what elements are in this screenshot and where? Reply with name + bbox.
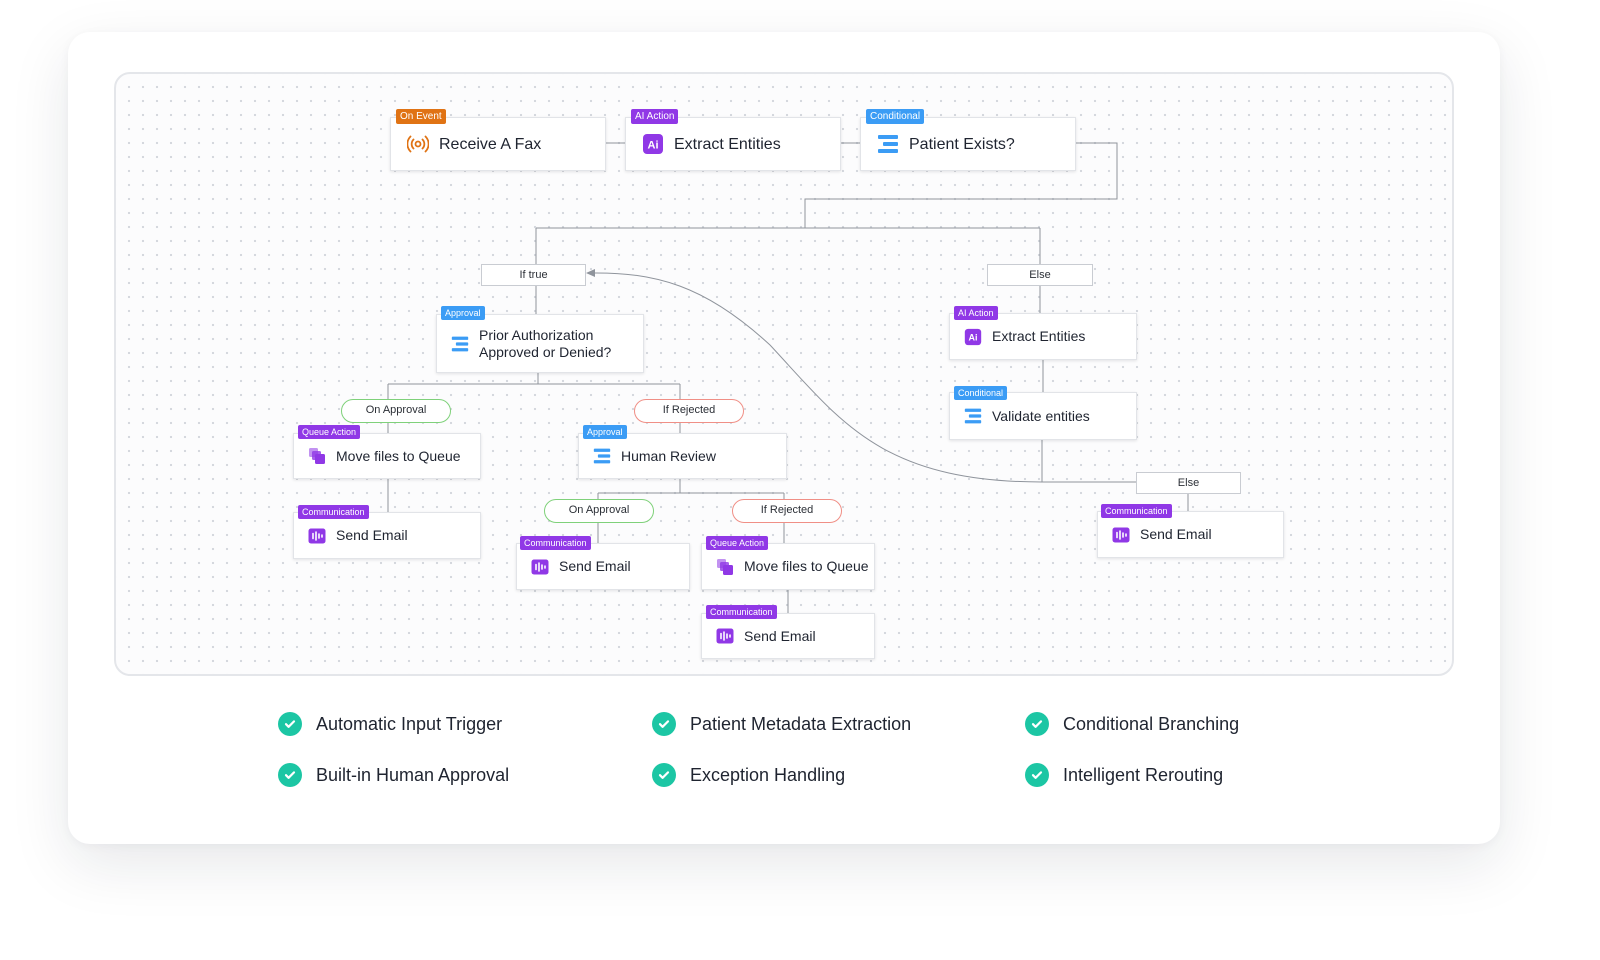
feature-item: Patient Metadata Extraction	[652, 712, 911, 736]
node-human-review[interactable]: Human Review	[578, 433, 787, 479]
branch-else: Else	[987, 264, 1093, 286]
tag-communication: Communication	[706, 605, 777, 619]
feature-item: Built-in Human Approval	[278, 763, 509, 787]
feature-item: Exception Handling	[652, 763, 845, 787]
node-move-files-queue[interactable]: Move files to Queue	[701, 543, 875, 590]
feature-item: Automatic Input Trigger	[278, 712, 502, 736]
tag-approval: Approval	[441, 306, 485, 320]
tag-queue-action: Queue Action	[298, 425, 361, 439]
tag-ai-action: AI Action	[954, 306, 998, 320]
feature-label: Intelligent Rerouting	[1063, 764, 1224, 785]
node-label: Receive A Fax	[439, 135, 542, 153]
node-send-email[interactable]: Send Email	[1097, 511, 1284, 558]
tag-conditional: Conditional	[954, 386, 1008, 400]
email-icon	[716, 627, 734, 645]
feature-item: Conditional Branching	[1025, 712, 1239, 736]
conditional-icon	[451, 335, 469, 353]
tag-conditional: Conditional	[866, 109, 925, 124]
feature-label: Patient Metadata Extraction	[690, 713, 912, 734]
tag-communication: Communication	[1101, 504, 1172, 518]
check-icon	[1025, 763, 1049, 787]
branch-if-rejected: If Rejected	[732, 499, 842, 523]
conditional-icon	[964, 407, 982, 425]
queue-icon	[716, 558, 734, 576]
node-label: Send Email	[336, 527, 408, 543]
queue-icon	[308, 447, 326, 465]
radio-wave-icon	[407, 133, 429, 155]
tag-approval: Approval	[583, 425, 627, 439]
svg-text:Ai: Ai	[969, 332, 978, 342]
node-validate-entities[interactable]: Validate entities	[949, 392, 1137, 440]
node-label-line1: Prior Authorization	[479, 326, 594, 343]
node-move-files-queue[interactable]: Move files to Queue	[293, 433, 481, 479]
node-label: Move files to Queue	[336, 447, 461, 464]
node-label: Patient Exists?	[909, 135, 1015, 153]
feature-label: Conditional Branching	[1063, 713, 1240, 734]
node-label: Send Email	[1140, 526, 1212, 542]
node-label: Send Email	[744, 627, 816, 644]
svg-text:Ai: Ai	[648, 140, 659, 152]
node-label-line2: Approved or Denied?	[479, 343, 612, 360]
ai-icon: Ai	[642, 133, 664, 155]
node-label: Extract Entities	[992, 328, 1086, 344]
tag-ai-action: AI Action	[631, 109, 679, 124]
node-send-email[interactable]: Send Email	[293, 512, 481, 559]
node-patient-exists[interactable]: Patient Exists?	[860, 117, 1076, 171]
check-icon	[652, 763, 676, 787]
feature-label: Built-in Human Approval	[316, 764, 510, 785]
workflow-canvas	[114, 72, 1454, 676]
node-label: Validate entities	[992, 407, 1090, 424]
email-icon	[531, 558, 549, 576]
node-extract-entities[interactable]: Ai Extract Entities	[625, 117, 841, 171]
conditional-icon	[877, 133, 899, 155]
branch-on-approval: On Approval	[341, 399, 451, 423]
conditional-icon	[593, 447, 611, 465]
node-label: Move files to Queue	[744, 558, 869, 574]
node-label: Human Review	[621, 447, 716, 464]
check-icon	[652, 712, 676, 736]
branch-else: Else	[1136, 472, 1241, 494]
branch-on-approval: On Approval	[544, 499, 654, 523]
node-send-email[interactable]: Send Email	[516, 543, 690, 590]
ai-icon: Ai	[964, 328, 982, 346]
node-receive-fax[interactable]: Receive A Fax	[390, 117, 606, 171]
branch-if-true: If true	[481, 264, 586, 286]
tag-on-event: On Event	[396, 109, 446, 124]
email-icon	[308, 527, 326, 545]
check-icon	[1025, 712, 1049, 736]
check-icon	[278, 712, 302, 736]
tag-communication: Communication	[520, 536, 591, 550]
feature-label: Exception Handling	[690, 764, 846, 785]
node-label: Extract Entities	[674, 135, 781, 153]
branch-if-rejected: If Rejected	[634, 399, 744, 423]
feature-item: Intelligent Rerouting	[1025, 763, 1223, 787]
tag-queue-action: Queue Action	[706, 536, 769, 550]
email-icon	[1112, 526, 1130, 544]
tag-communication: Communication	[298, 505, 369, 519]
node-send-email[interactable]: Send Email	[701, 613, 875, 659]
node-extract-entities[interactable]: Ai Extract Entities	[949, 313, 1137, 360]
node-label: Send Email	[559, 558, 631, 574]
check-icon	[278, 763, 302, 787]
feature-label: Automatic Input Trigger	[316, 713, 503, 734]
